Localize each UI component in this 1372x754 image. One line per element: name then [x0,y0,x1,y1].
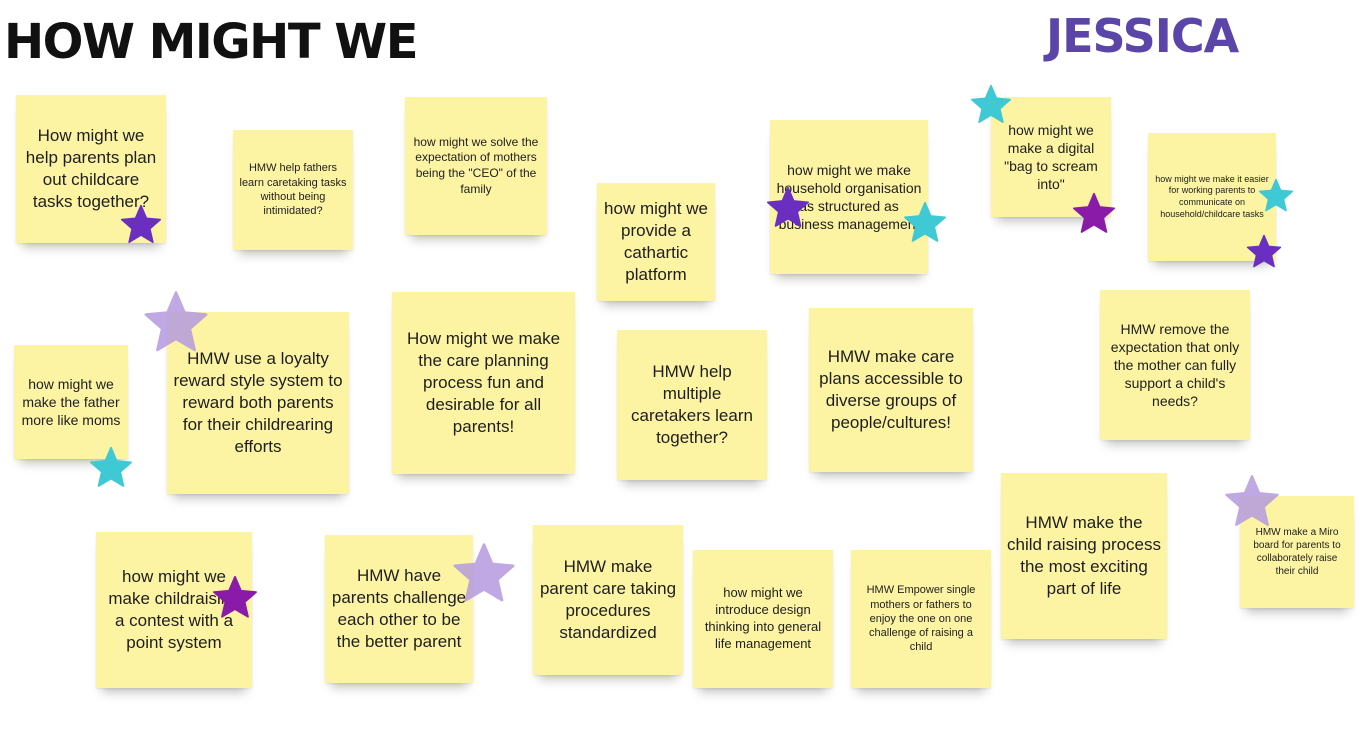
sticky-note[interactable]: how might we provide a cathartic platfor… [597,183,715,301]
sticky-note-text: how might we make childraising a contest… [108,566,240,653]
sticky-note[interactable]: How might we help parents plan out child… [16,95,166,243]
sticky-note-text: how might we make household organisation… [776,161,922,233]
sticky-note-text: HMW make a Miro board for parents to col… [1253,527,1341,577]
sticky-note-text: HMW make care plans accessible to divers… [819,346,963,433]
sticky-note[interactable]: HMW help multiple caretakers learn toget… [617,330,767,480]
sticky-note[interactable]: how might we solve the expectation of mo… [405,97,547,235]
sticky-note[interactable]: How might we make the care planning proc… [392,292,575,474]
sticky-note[interactable]: HMW make parent care taking procedures s… [533,525,683,675]
sticky-note[interactable]: how might we make a digital "bag to scre… [991,97,1111,217]
sticky-note-text: How might we help parents plan out child… [25,125,157,212]
sticky-note-text: how might we introduce design thinking i… [704,585,822,651]
sticky-note[interactable]: HMW make a Miro board for parents to col… [1240,496,1354,608]
sticky-note[interactable]: HMW Empower single mothers or fathers to… [851,550,991,688]
sticky-note-text: How might we make the care planning proc… [406,328,561,437]
sticky-note-text: HMW remove the expectation that only the… [1110,320,1240,410]
sticky-note-text: HMW help fathers learn caretaking tasks … [239,162,347,218]
sticky-note[interactable]: how might we introduce design thinking i… [693,550,833,688]
owner-name: JESSICA [1046,9,1239,63]
sticky-note-text: HMW Empower single mothers or fathers to… [866,584,976,654]
sticky-note[interactable]: how might we make childraising a contest… [96,532,252,688]
sticky-note-text: how might we make a digital "bag to scre… [1004,121,1098,193]
sticky-note-text: how might we provide a cathartic platfor… [604,198,708,285]
sticky-note[interactable]: how might we make household organisation… [770,120,928,274]
sticky-note[interactable]: how might we make the father more like m… [14,345,128,459]
sticky-note[interactable]: HMW remove the expectation that only the… [1100,290,1250,440]
sticky-note-text: HMW help multiple caretakers learn toget… [631,361,753,448]
sticky-note[interactable]: HMW make the child raising process the m… [1001,473,1167,639]
sticky-note-text: how might we make the father more like m… [21,375,121,429]
sticky-note[interactable]: how might we make it easier for working … [1148,133,1276,261]
sticky-note[interactable]: HMW make care plans accessible to divers… [809,308,973,472]
sticky-note-text: how might we make it easier for working … [1155,173,1269,219]
sticky-note-text: HMW use a loyalty reward style system to… [173,348,343,457]
sticky-note[interactable]: HMW use a loyalty reward style system to… [167,312,349,494]
board-title: HOW MIGHT WE [4,14,419,70]
sticky-note-text: HMW have parents challenge each other to… [331,565,467,652]
sticky-note[interactable]: HMW help fathers learn caretaking tasks … [233,130,353,250]
sticky-note-text: HMW make the child raising process the m… [1007,512,1162,599]
sticky-note-text: HMW make parent care taking procedures s… [539,556,677,643]
sticky-note-text: how might we solve the expectation of mo… [413,134,539,196]
sticky-note[interactable]: HMW have parents challenge each other to… [325,535,473,683]
